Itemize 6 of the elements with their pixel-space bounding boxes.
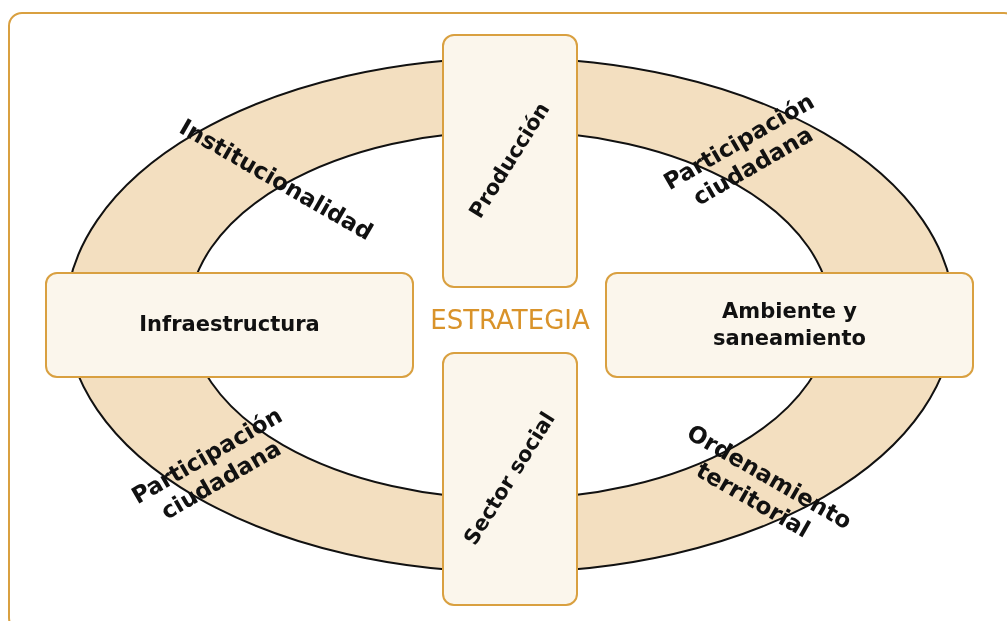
category-box xyxy=(45,272,414,378)
category-box xyxy=(442,352,578,606)
category-box xyxy=(442,34,578,288)
box-label: Ambiente y saneamiento xyxy=(712,297,867,352)
box-label: Infraestructura xyxy=(138,311,321,339)
center-title: ESTRATEGIA xyxy=(430,305,590,335)
